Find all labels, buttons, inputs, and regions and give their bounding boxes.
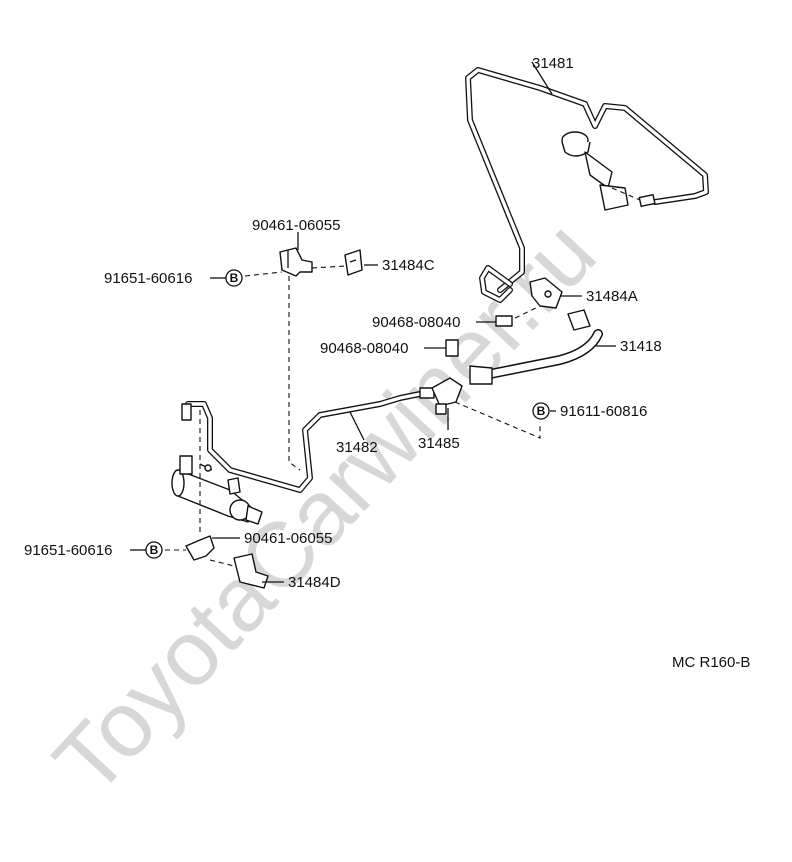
clip-90461-top (279, 247, 313, 277)
svg-text:B: B (230, 271, 239, 285)
bracket-31484C (344, 249, 363, 276)
svg-text:B: B (150, 543, 159, 557)
label-91611: 91611-60816 (560, 403, 647, 420)
watermark: ToyotaCarwiner.ru (35, 202, 615, 814)
clip-90468-b (445, 339, 459, 357)
badge-b-middle: B (532, 402, 550, 420)
label-91651-bottom: 91651-60616 (24, 542, 112, 559)
svg-text:B: B (537, 404, 546, 418)
label-90461-top: 90461-06055 (252, 217, 340, 234)
label-91651-top: 91651-60616 (104, 270, 192, 287)
label-90468-a: 90468-08040 (372, 314, 460, 331)
bracket-31484A (529, 277, 563, 309)
label-31482: 31482 (336, 439, 378, 456)
label-90468-b: 90468-08040 (320, 340, 408, 357)
diagram-code: MC R160-B (672, 654, 750, 671)
label-90461-bottom: 90461-06055 (244, 530, 332, 547)
label-31484D: 31484D (288, 574, 341, 591)
bracket-31484D (233, 553, 269, 589)
clip-90468-a (495, 315, 513, 327)
clutch-cylinder (171, 455, 263, 525)
label-31418: 31418 (620, 338, 662, 355)
bracket-31485 (431, 377, 463, 415)
hose-31418 (469, 309, 603, 385)
badge-b-top: B (225, 269, 243, 287)
label-31484A: 31484A (586, 288, 638, 305)
label-31481: 31481 (532, 55, 574, 72)
badge-b-bottom: B (145, 541, 163, 559)
master-cylinder-top (561, 131, 641, 211)
pipe-31482 (181, 387, 435, 493)
clip-90461-bottom (185, 535, 215, 561)
pipe-31481 (465, 67, 709, 303)
label-31484C: 31484C (382, 257, 435, 274)
label-31485: 31485 (418, 435, 460, 452)
